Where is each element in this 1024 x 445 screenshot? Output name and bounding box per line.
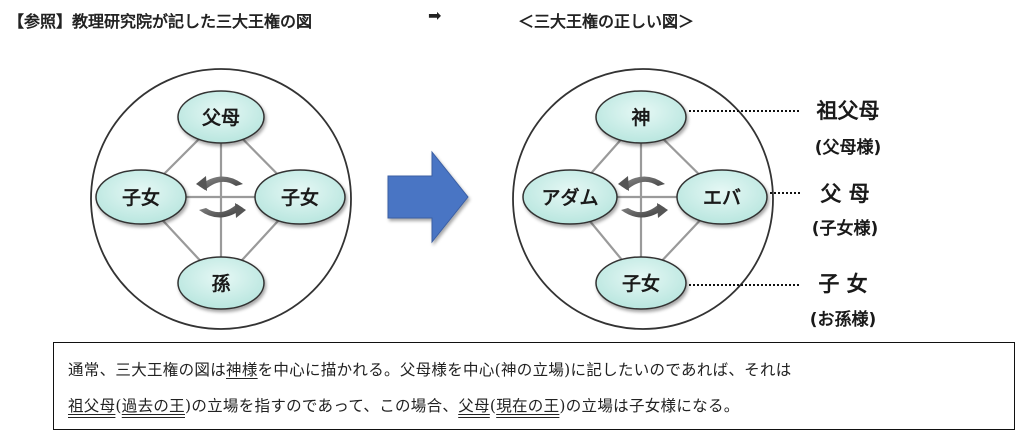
note-underlined-god: 神様 (226, 361, 258, 379)
left-node-right (254, 169, 346, 225)
side-label-bottom-main: 子 女 (818, 272, 867, 296)
explanation-box: 通常、三大王権の図は神様を中心に描かれる。父母様を中心(神の立場)に記したいので… (53, 342, 1015, 430)
note-underlined-past-king: 過去の王 (121, 397, 185, 415)
right-outer-circle (512, 68, 774, 330)
right-node-left-label: アダム (541, 186, 598, 209)
note-underlined-parents: 父母 (458, 397, 490, 415)
side-label-top-main: 祖父母 (816, 99, 880, 123)
dotted-leaders (689, 110, 800, 286)
left-node-left-label: 子女 (122, 186, 160, 209)
left-title: 【参照】教理研究院が記した三大王権の図 (8, 12, 313, 31)
right-diagram: 神 アダム エバ 子女 (512, 68, 774, 330)
note-text: ( (489, 397, 497, 415)
right-title: ＜三大王権の正しい図＞ (518, 12, 695, 31)
side-label-top-sub: (父母様) (815, 137, 882, 158)
right-node-top-label: 神 (631, 106, 650, 129)
left-diagram: 父母 子女 子女 孫 (90, 68, 352, 330)
right-node-top (595, 90, 687, 144)
right-node-bottom (595, 256, 687, 310)
left-node-top-label: 父母 (201, 107, 240, 129)
right-node-bottom-label: 子女 (622, 272, 660, 295)
explanation-line-1: 通常、三大王権の図は神様を中心に描かれる。父母様を中心(神の立場)に記したいので… (68, 358, 792, 380)
header-arrow-icon: ➡ (428, 6, 442, 25)
right-node-right-label: エバ (703, 187, 741, 209)
left-node-right-label: 子女 (281, 186, 319, 209)
note-underlined-present-king: 現在の王 (496, 397, 560, 415)
right-node-right (676, 169, 768, 225)
note-text: )の立場を指すのであって、この場合、 (184, 397, 459, 415)
left-swirl-icon (196, 176, 246, 218)
side-label-mid-sub: (子女様) (812, 218, 879, 239)
note-underlined-grandparents: 祖父母 (68, 397, 116, 415)
left-node-bottom (177, 256, 265, 310)
note-text: 通常、三大王権の図は (68, 361, 227, 379)
right-node-left (522, 169, 618, 225)
note-text: )の立場は子女様になる。 (559, 397, 740, 415)
right-arrow-icon (387, 150, 469, 244)
note-text: を中心に描かれる。父母様を中心(神の立場)に記したいのであれば、それは (257, 361, 792, 379)
side-label-mid-main: 父 母 (820, 182, 869, 206)
side-label-bottom-sub: (お孫様) (810, 309, 877, 330)
note-text: ( (115, 397, 122, 415)
left-node-top (177, 90, 265, 144)
left-node-bottom-label: 孫 (211, 272, 230, 295)
explanation-line-2: 祖父母(過去の王)の立場を指すのであって、この場合、父母(現在の王)の立場は子女… (68, 394, 740, 416)
left-node-left (95, 169, 187, 225)
right-swirl-icon (618, 176, 668, 218)
